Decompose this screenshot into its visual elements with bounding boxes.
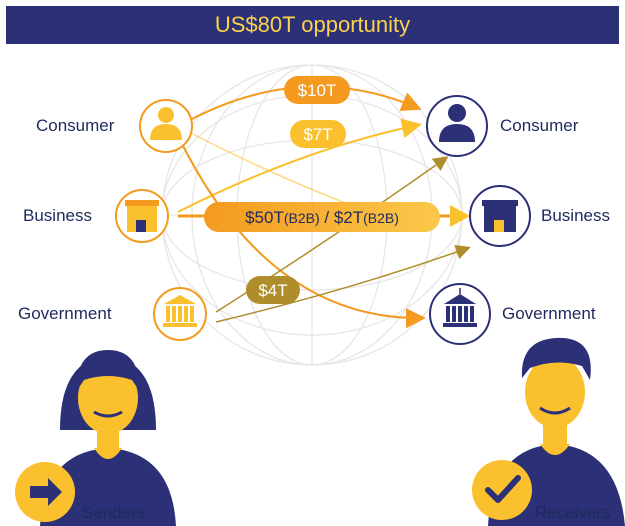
flow-consumer-government xyxy=(179,139,426,329)
pill-10t: $10T xyxy=(284,76,350,104)
receiver-business-node xyxy=(469,185,531,247)
sender-arrow-badge xyxy=(15,462,75,522)
b2b-main-value: $50T xyxy=(245,208,284,227)
receiver-check-badge xyxy=(472,460,532,520)
senders-caption: Senders xyxy=(82,503,146,522)
flow-government-consumer xyxy=(215,156,449,313)
pill-10t-label: $10T xyxy=(298,81,337,100)
sender-business-label: Business xyxy=(23,206,92,225)
pill-7t: $7T xyxy=(290,120,346,148)
pill-b2b: $50T(B2B) / $2T(B2B) xyxy=(204,202,440,232)
receiver-consumer-node xyxy=(426,95,488,157)
sender-woman-avatar xyxy=(40,350,176,526)
person-icon xyxy=(439,104,475,142)
government-building-icon xyxy=(443,288,477,327)
pill-7t-label: $7T xyxy=(303,125,332,144)
sender-government-node xyxy=(153,287,207,341)
title-banner: US$80T opportunity xyxy=(6,6,619,44)
pill-4t-label: $4T xyxy=(258,281,287,300)
flow-business-business-arrowhead xyxy=(450,205,470,227)
receiver-business-label: Business xyxy=(541,206,610,225)
flow-government-business xyxy=(215,244,471,323)
checkmark-icon xyxy=(485,475,521,503)
receiver-consumer-label: Consumer xyxy=(500,116,579,135)
arrow-right-icon xyxy=(30,478,62,506)
store-icon xyxy=(482,200,518,232)
sender-government-label: Government xyxy=(18,304,112,323)
b2b-separator: / xyxy=(320,208,334,227)
person-icon xyxy=(150,107,182,140)
sender-business-node xyxy=(115,189,169,243)
b2b-main-note: (B2B) xyxy=(284,210,320,226)
receiver-government-node xyxy=(429,283,491,345)
sender-consumer-node xyxy=(139,99,193,153)
receivers-caption: Receivers xyxy=(535,503,611,522)
store-icon xyxy=(125,200,159,232)
receiver-government-label: Government xyxy=(502,304,596,323)
flow-business-consumer xyxy=(177,118,422,213)
b2b-second-note: (B2B) xyxy=(363,210,399,226)
sender-consumer-label: Consumer xyxy=(36,116,115,135)
government-building-icon xyxy=(163,295,197,327)
title-text: US$80T opportunity xyxy=(214,12,411,37)
pill-4t: $4T xyxy=(246,276,300,304)
pill-b2b-label: $50T(B2B) / $2T(B2B) xyxy=(245,208,399,227)
b2b-second-value: $2T xyxy=(334,208,363,227)
